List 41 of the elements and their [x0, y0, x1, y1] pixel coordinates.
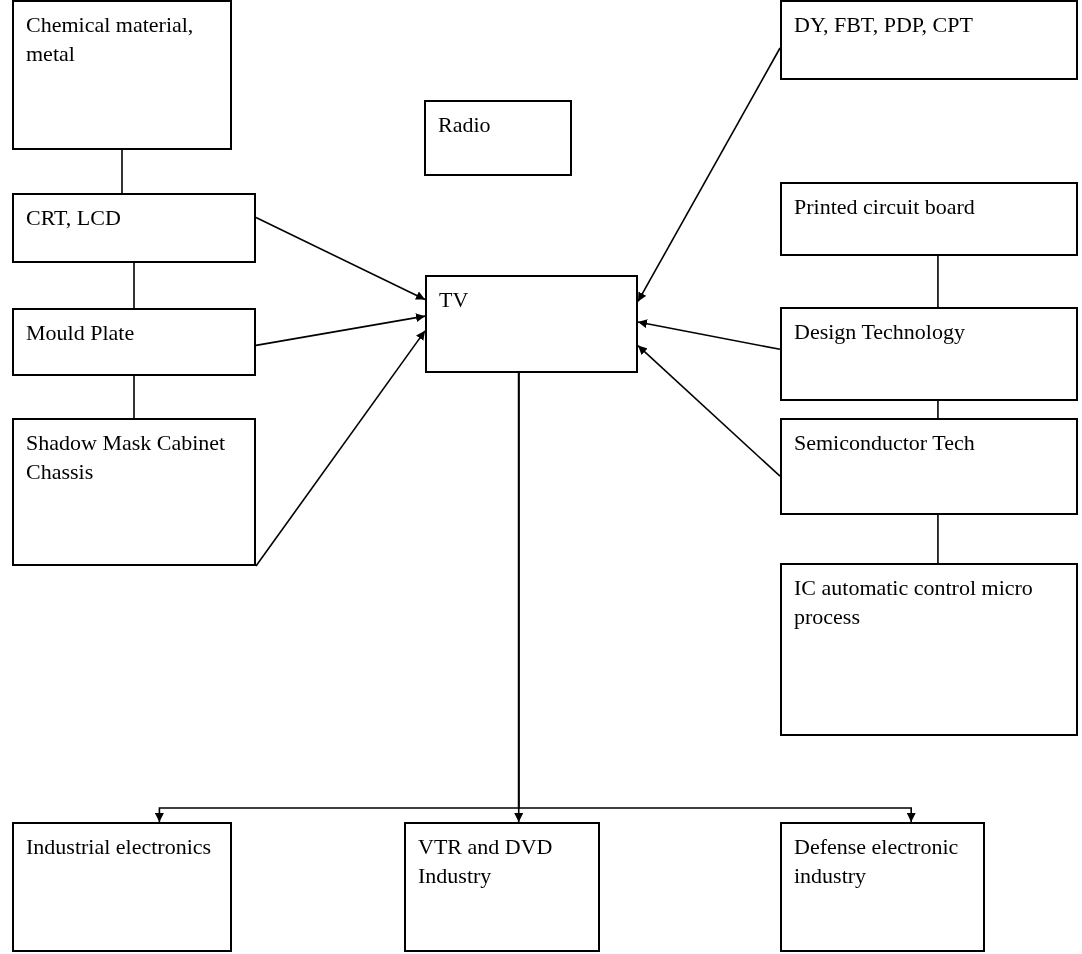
text-box — [12, 822, 232, 952]
connector-line — [937, 255, 939, 308]
arrow — [637, 47, 781, 303]
connector-line — [133, 375, 135, 419]
text-box — [780, 563, 1078, 736]
box-label: Semiconductor Tech — [794, 429, 975, 457]
connector-line — [121, 149, 123, 194]
box-label: Mould Plate — [26, 319, 135, 347]
box-label: CRT, LCD — [26, 204, 121, 232]
box-label: Defense electronic industry — [794, 833, 960, 891]
arrow — [637, 319, 781, 351]
text-box — [780, 418, 1078, 515]
box-label: Industrial electronics — [26, 833, 212, 861]
box-label: Printed circuit board — [794, 193, 975, 221]
connector-line — [937, 400, 939, 419]
box-label: TV — [439, 286, 469, 314]
arrow — [255, 216, 426, 301]
text-box — [780, 0, 1078, 80]
arrow — [637, 344, 781, 477]
arrow — [255, 330, 426, 567]
box-label: Design Technology — [794, 318, 965, 346]
box-label: IC automatic control micro process — [794, 574, 1034, 632]
connector-line — [133, 262, 135, 309]
box-label: VTR and DVD Industry — [418, 833, 554, 891]
box-label: Shadow Mask Cabinet Chassis — [26, 429, 227, 487]
text-box — [12, 193, 256, 263]
arrow — [517, 372, 916, 823]
text-box — [12, 308, 256, 376]
box-label: DY, FBT, PDP, CPT — [794, 11, 973, 39]
connector-line — [937, 514, 939, 564]
text-box — [12, 0, 232, 150]
text-box — [780, 182, 1078, 256]
text-box — [780, 307, 1078, 401]
arrow — [255, 313, 426, 347]
text-box — [12, 418, 256, 566]
box-label: Chemical material, metal — [26, 11, 195, 69]
text-box — [780, 822, 985, 952]
text-box — [424, 100, 572, 176]
text-box — [425, 275, 638, 373]
text-box — [404, 822, 600, 952]
box-label: Radio — [438, 111, 491, 139]
